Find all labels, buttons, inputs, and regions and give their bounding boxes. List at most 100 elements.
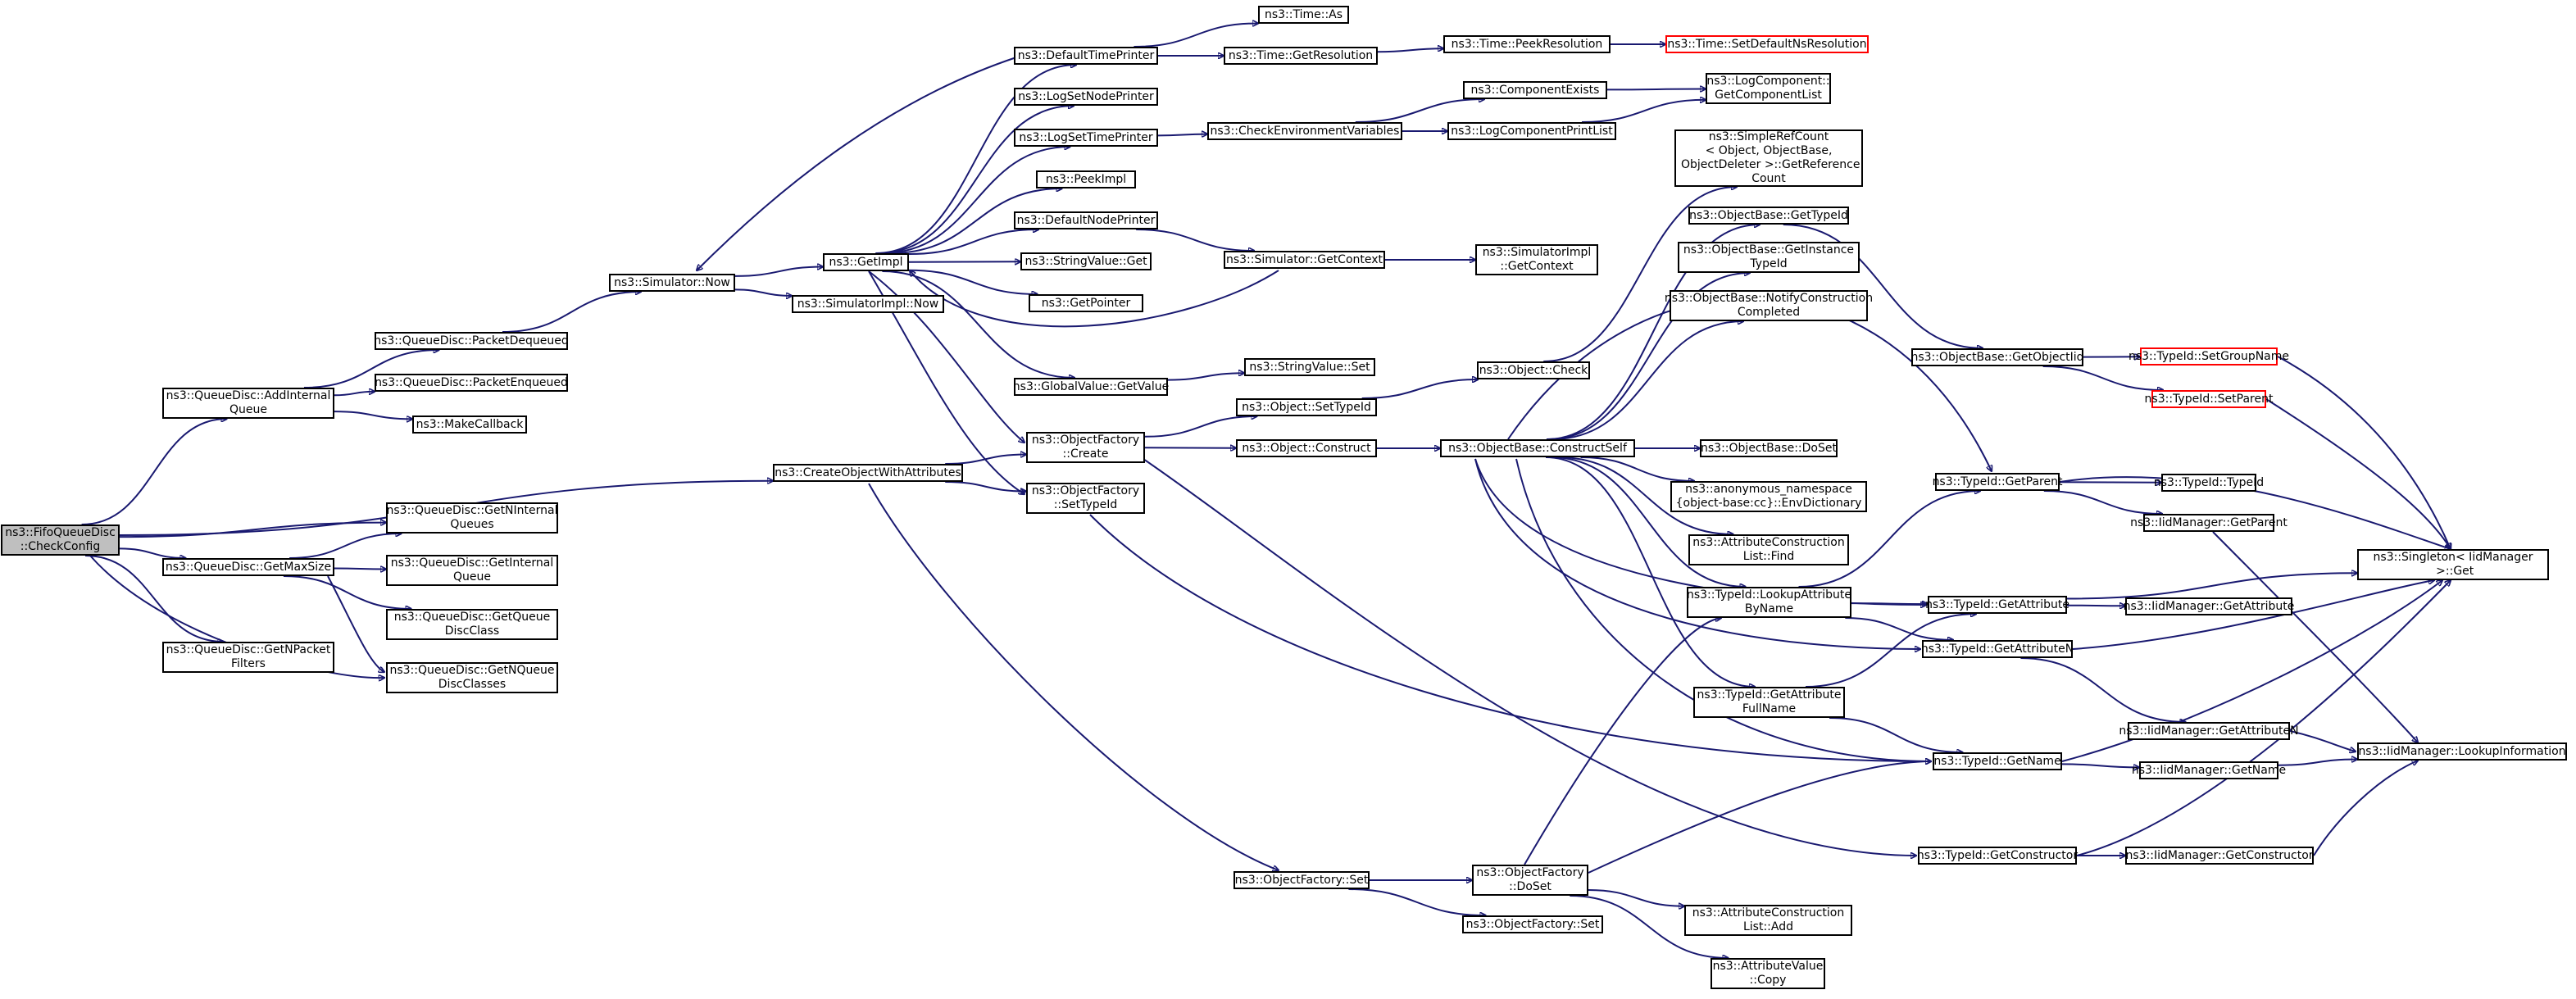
- function-node[interactable]: ns3::QueueDisc::GetNPacket Filters: [162, 642, 334, 673]
- function-node-label: ns3::QueueDisc::GetNQueue DiscClasses: [389, 664, 555, 691]
- function-node-label: ns3::Simulator::Now: [614, 275, 730, 289]
- function-node[interactable]: ns3::TypeId::GetAttribute FullName: [1693, 687, 1845, 718]
- function-node[interactable]: ns3::QueueDisc::GetInternal Queue: [386, 555, 558, 586]
- function-node[interactable]: ns3::TypeId::SetParent: [2145, 390, 2273, 408]
- function-node-label: ns3::Object::SetTypeId: [1242, 400, 1371, 414]
- function-node[interactable]: ns3::AttributeConstruction List::Add: [1684, 905, 1852, 936]
- call-edge: [1829, 717, 1963, 752]
- call-edge: [1546, 225, 1760, 440]
- call-edge: [1851, 603, 1928, 604]
- call-edge: [1143, 458, 1916, 856]
- function-node[interactable]: ns3::ObjectFactory::Set: [1233, 871, 1370, 889]
- function-node[interactable]: ns3::QueueDisc::GetNInternal Queues: [386, 502, 558, 534]
- function-node[interactable]: ns3::Object::Construct: [1236, 439, 1377, 457]
- function-node[interactable]: ns3::ObjectBase::GetTypeId: [1688, 207, 1849, 225]
- function-node[interactable]: ns3::ObjectBase::GetObjectIid: [1910, 348, 2084, 366]
- function-node-label: ns3::Time::PeekResolution: [1451, 37, 1603, 51]
- function-node-label: ns3::ObjectBase::ConstructSelf: [1448, 441, 1627, 455]
- call-edge: [1581, 100, 1706, 123]
- function-node-label: ns3::IidManager::GetParent: [2130, 515, 2288, 529]
- function-node[interactable]: ns3::LogSetNodePrinter: [1014, 88, 1158, 106]
- call-edge: [119, 547, 186, 558]
- function-node[interactable]: ns3::ObjectBase::DoSet: [1700, 439, 1838, 457]
- function-node[interactable]: ns3::StringValue::Get: [1020, 252, 1152, 270]
- function-node[interactable]: ns3::ObjectFactory ::DoSet: [1472, 865, 1588, 896]
- function-node[interactable]: ns3::ObjectBase::GetInstance TypeId: [1678, 242, 1860, 273]
- function-node[interactable]: ns3::QueueDisc::GetMaxSize: [162, 558, 334, 576]
- function-node[interactable]: ns3::DefaultNodePrinter: [1014, 211, 1158, 229]
- function-node[interactable]: ns3::QueueDisc::PacketEnqueued: [375, 374, 568, 392]
- function-node[interactable]: ns3::PeekImpl: [1036, 170, 1136, 188]
- function-node[interactable]: ns3::StringValue::Set: [1244, 358, 1375, 376]
- function-node[interactable]: ns3::AttributeConstruction List::Find: [1688, 534, 1849, 565]
- function-node[interactable]: ns3::SimpleRefCount < Object, ObjectBase…: [1674, 129, 1863, 187]
- call-edge: [1144, 416, 1257, 438]
- function-node[interactable]: ns3::TypeId::GetParent: [1933, 473, 2062, 491]
- function-node[interactable]: ns3::GetPointer: [1029, 294, 1143, 312]
- call-edge: [1570, 895, 1728, 958]
- function-node[interactable]: ns3::TypeId::GetAttributeN: [1921, 640, 2074, 658]
- function-node[interactable]: ns3::ObjectBase::NotifyConstruction Comp…: [1665, 290, 1873, 321]
- function-node[interactable]: ns3::TypeId::SetGroupName: [2128, 347, 2289, 366]
- function-node[interactable]: ns3::DefaultTimePrinter: [1014, 47, 1158, 65]
- function-node[interactable]: ns3::Time::GetResolution: [1224, 47, 1378, 65]
- function-node[interactable]: ns3::ObjectBase::ConstructSelf: [1440, 439, 1635, 457]
- function-node[interactable]: ns3::CreateObjectWithAttributes: [773, 464, 963, 482]
- call-edge: [2042, 366, 2164, 390]
- function-node[interactable]: ns3::QueueDisc::GetQueue DiscClass: [386, 609, 558, 640]
- call-edge: [734, 288, 792, 296]
- call-edge: [2278, 760, 2357, 766]
- function-node[interactable]: ns3::Object::Check: [1477, 361, 1590, 379]
- function-node[interactable]: ns3::GlobalValue::GetValue: [1013, 378, 1169, 396]
- call-edge: [1361, 379, 1479, 399]
- function-node[interactable]: ns3::Time::SetDefaultNsResolution: [1665, 35, 1869, 53]
- function-node[interactable]: ns3::IidManager::LookupInformation: [2357, 742, 2567, 761]
- function-node[interactable]: ns3::TypeId::GetAttribute: [1925, 596, 2069, 614]
- function-node[interactable]: ns3::QueueDisc::AddInternal Queue: [162, 388, 334, 419]
- function-node[interactable]: ns3::Object::SetTypeId: [1236, 398, 1377, 416]
- function-node[interactable]: ns3::Time::As: [1258, 6, 1349, 24]
- function-node[interactable]: ns3::anonymous_namespace {object-base:cc…: [1670, 481, 1867, 512]
- function-node[interactable]: ns3::TypeId::GetName: [1933, 752, 2062, 770]
- call-edge: [2313, 761, 2418, 856]
- function-node[interactable]: ns3::Simulator::Now: [609, 274, 735, 292]
- function-node[interactable]: ns3::ComponentExists: [1463, 81, 1607, 99]
- function-node-label: ns3::ObjectFactory ::SetTypeId: [1031, 484, 1140, 511]
- call-edge: [1474, 458, 1920, 649]
- function-node[interactable]: ns3::AttributeValue ::Copy: [1711, 958, 1825, 989]
- function-node[interactable]: ns3::SimulatorImpl::Now: [792, 295, 944, 313]
- function-node[interactable]: ns3::LogSetTimePrinter: [1014, 129, 1158, 147]
- call-edge: [910, 270, 1279, 328]
- function-node[interactable]: ns3::TypeId::TypeId: [2154, 474, 2264, 492]
- call-edge: [2061, 580, 2442, 762]
- function-node[interactable]: ns3::LogComponent:: GetComponentList: [1706, 73, 1831, 104]
- function-node[interactable]: ns3::IidManager::GetAttributeN: [2119, 722, 2299, 740]
- function-node-label: ns3::CheckEnvironmentVariables: [1210, 124, 1400, 138]
- function-node[interactable]: ns3::ObjectFactory ::Create: [1026, 432, 1145, 463]
- function-node[interactable]: ns3::IidManager::GetParent: [2130, 514, 2288, 532]
- function-node[interactable]: ns3::Simulator::GetContext: [1224, 251, 1385, 269]
- call-edge: [868, 270, 1024, 443]
- function-node[interactable]: ns3::CheckEnvironmentVariables: [1207, 122, 1402, 140]
- function-node[interactable]: ns3::ObjectFactory ::SetTypeId: [1026, 483, 1145, 514]
- call-edge: [878, 106, 1074, 254]
- function-node[interactable]: ns3::TypeId::GetConstructor: [1917, 847, 2078, 865]
- function-node[interactable]: ns3::IidManager::GetAttribute: [2123, 597, 2295, 615]
- function-node[interactable]: ns3::QueueDisc::PacketDequeued: [374, 332, 569, 350]
- function-node[interactable]: ns3::MakeCallback: [412, 415, 527, 434]
- function-node[interactable]: ns3::ObjectFactory::Set: [1462, 915, 1603, 933]
- function-node-label: ns3::StringValue::Get: [1024, 254, 1147, 268]
- call-edge: [908, 229, 1038, 255]
- function-node[interactable]: ns3::Time::PeekResolution: [1443, 35, 1611, 53]
- function-node[interactable]: ns3::IidManager::GetConstructor: [2125, 847, 2314, 865]
- function-node[interactable]: ns3::SimulatorImpl ::GetContext: [1475, 244, 1598, 275]
- function-node[interactable]: ns3::QueueDisc::GetNQueue DiscClasses: [386, 662, 558, 693]
- function-node[interactable]: ns3::Singleton< IidManager >::Get: [2357, 549, 2549, 580]
- function-node[interactable]: ns3::TypeId::LookupAttribute ByName: [1687, 587, 1851, 618]
- function-node-label: ns3::IidManager::GetAttribute: [2123, 599, 2295, 613]
- function-node[interactable]: ns3::LogComponentPrintList: [1447, 122, 1616, 140]
- function-node[interactable]: ns3::IidManager::GetName: [2132, 761, 2286, 779]
- function-node[interactable]: ns3::GetImpl: [823, 253, 909, 271]
- call-edge: [1557, 456, 1733, 534]
